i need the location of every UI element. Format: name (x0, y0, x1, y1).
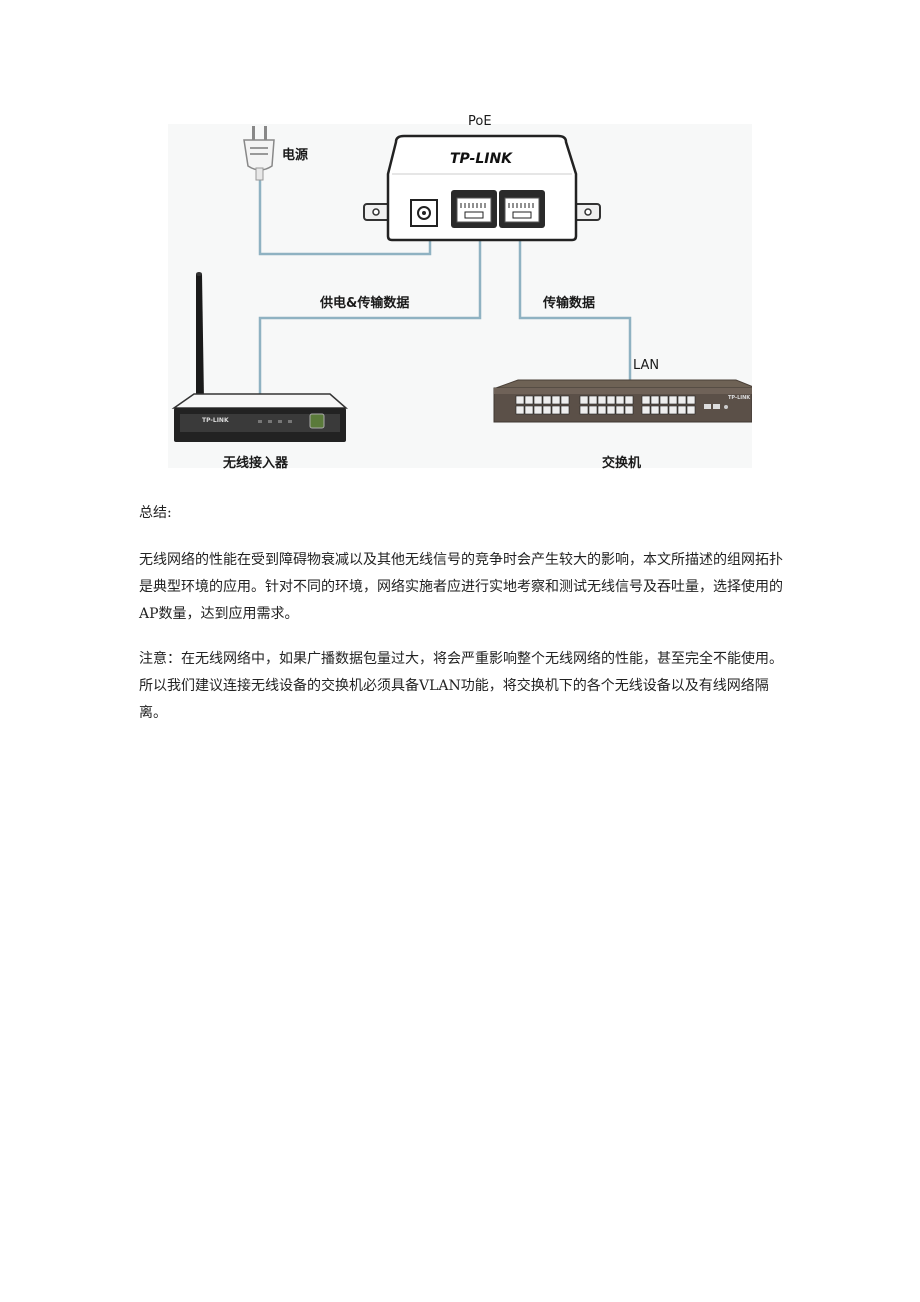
poe-injector-icon: TP-LINK (363, 134, 601, 242)
article-body: 总结: 无线网络的性能在受到障碍物衰减以及其他无线信号的竞争时会产生较大的影响，… (139, 500, 789, 745)
power-cable (258, 180, 432, 256)
switch-port-group-3 (641, 395, 696, 415)
power-data-label: 供电&传输数据 (320, 296, 410, 311)
data-cable (518, 228, 632, 390)
data-label: 传输数据 (543, 296, 596, 311)
switch-icon: TP-LINK (493, 379, 752, 423)
switch-brand-logo: TP-LINK (728, 395, 751, 401)
switch-label: 交换机 (602, 456, 642, 471)
power-plug-icon (243, 126, 275, 181)
summary-heading: 总结: (139, 505, 172, 521)
ap-brand-logo: TP-LINK (202, 417, 229, 424)
poe-brand-logo: TP-LINK (450, 151, 513, 167)
switch-port-group-2 (579, 395, 634, 415)
power-label: 电源 (282, 148, 309, 163)
poe-cable (258, 228, 482, 398)
lan-label: LAN (633, 358, 660, 373)
topology-graphic: TP-LINK TP-LINK (168, 124, 752, 468)
paragraph-note: 注意：在无线网络中，如果广播数据包量过大，将会严重影响整个无线网络的性能，甚至完… (139, 651, 783, 721)
network-topology-diagram: TP-LINK TP-LINK (168, 108, 752, 472)
poe-label: PoE (468, 114, 492, 129)
cables (258, 180, 632, 398)
switch-port-group-1 (515, 395, 570, 415)
ap-label: 无线接入器 (223, 456, 289, 471)
paragraph-performance: 无线网络的性能在受到障碍物衰减以及其他无线信号的竞争时会产生较大的影响，本文所描… (139, 552, 783, 622)
wireless-ap-icon: TP-LINK (171, 272, 348, 442)
